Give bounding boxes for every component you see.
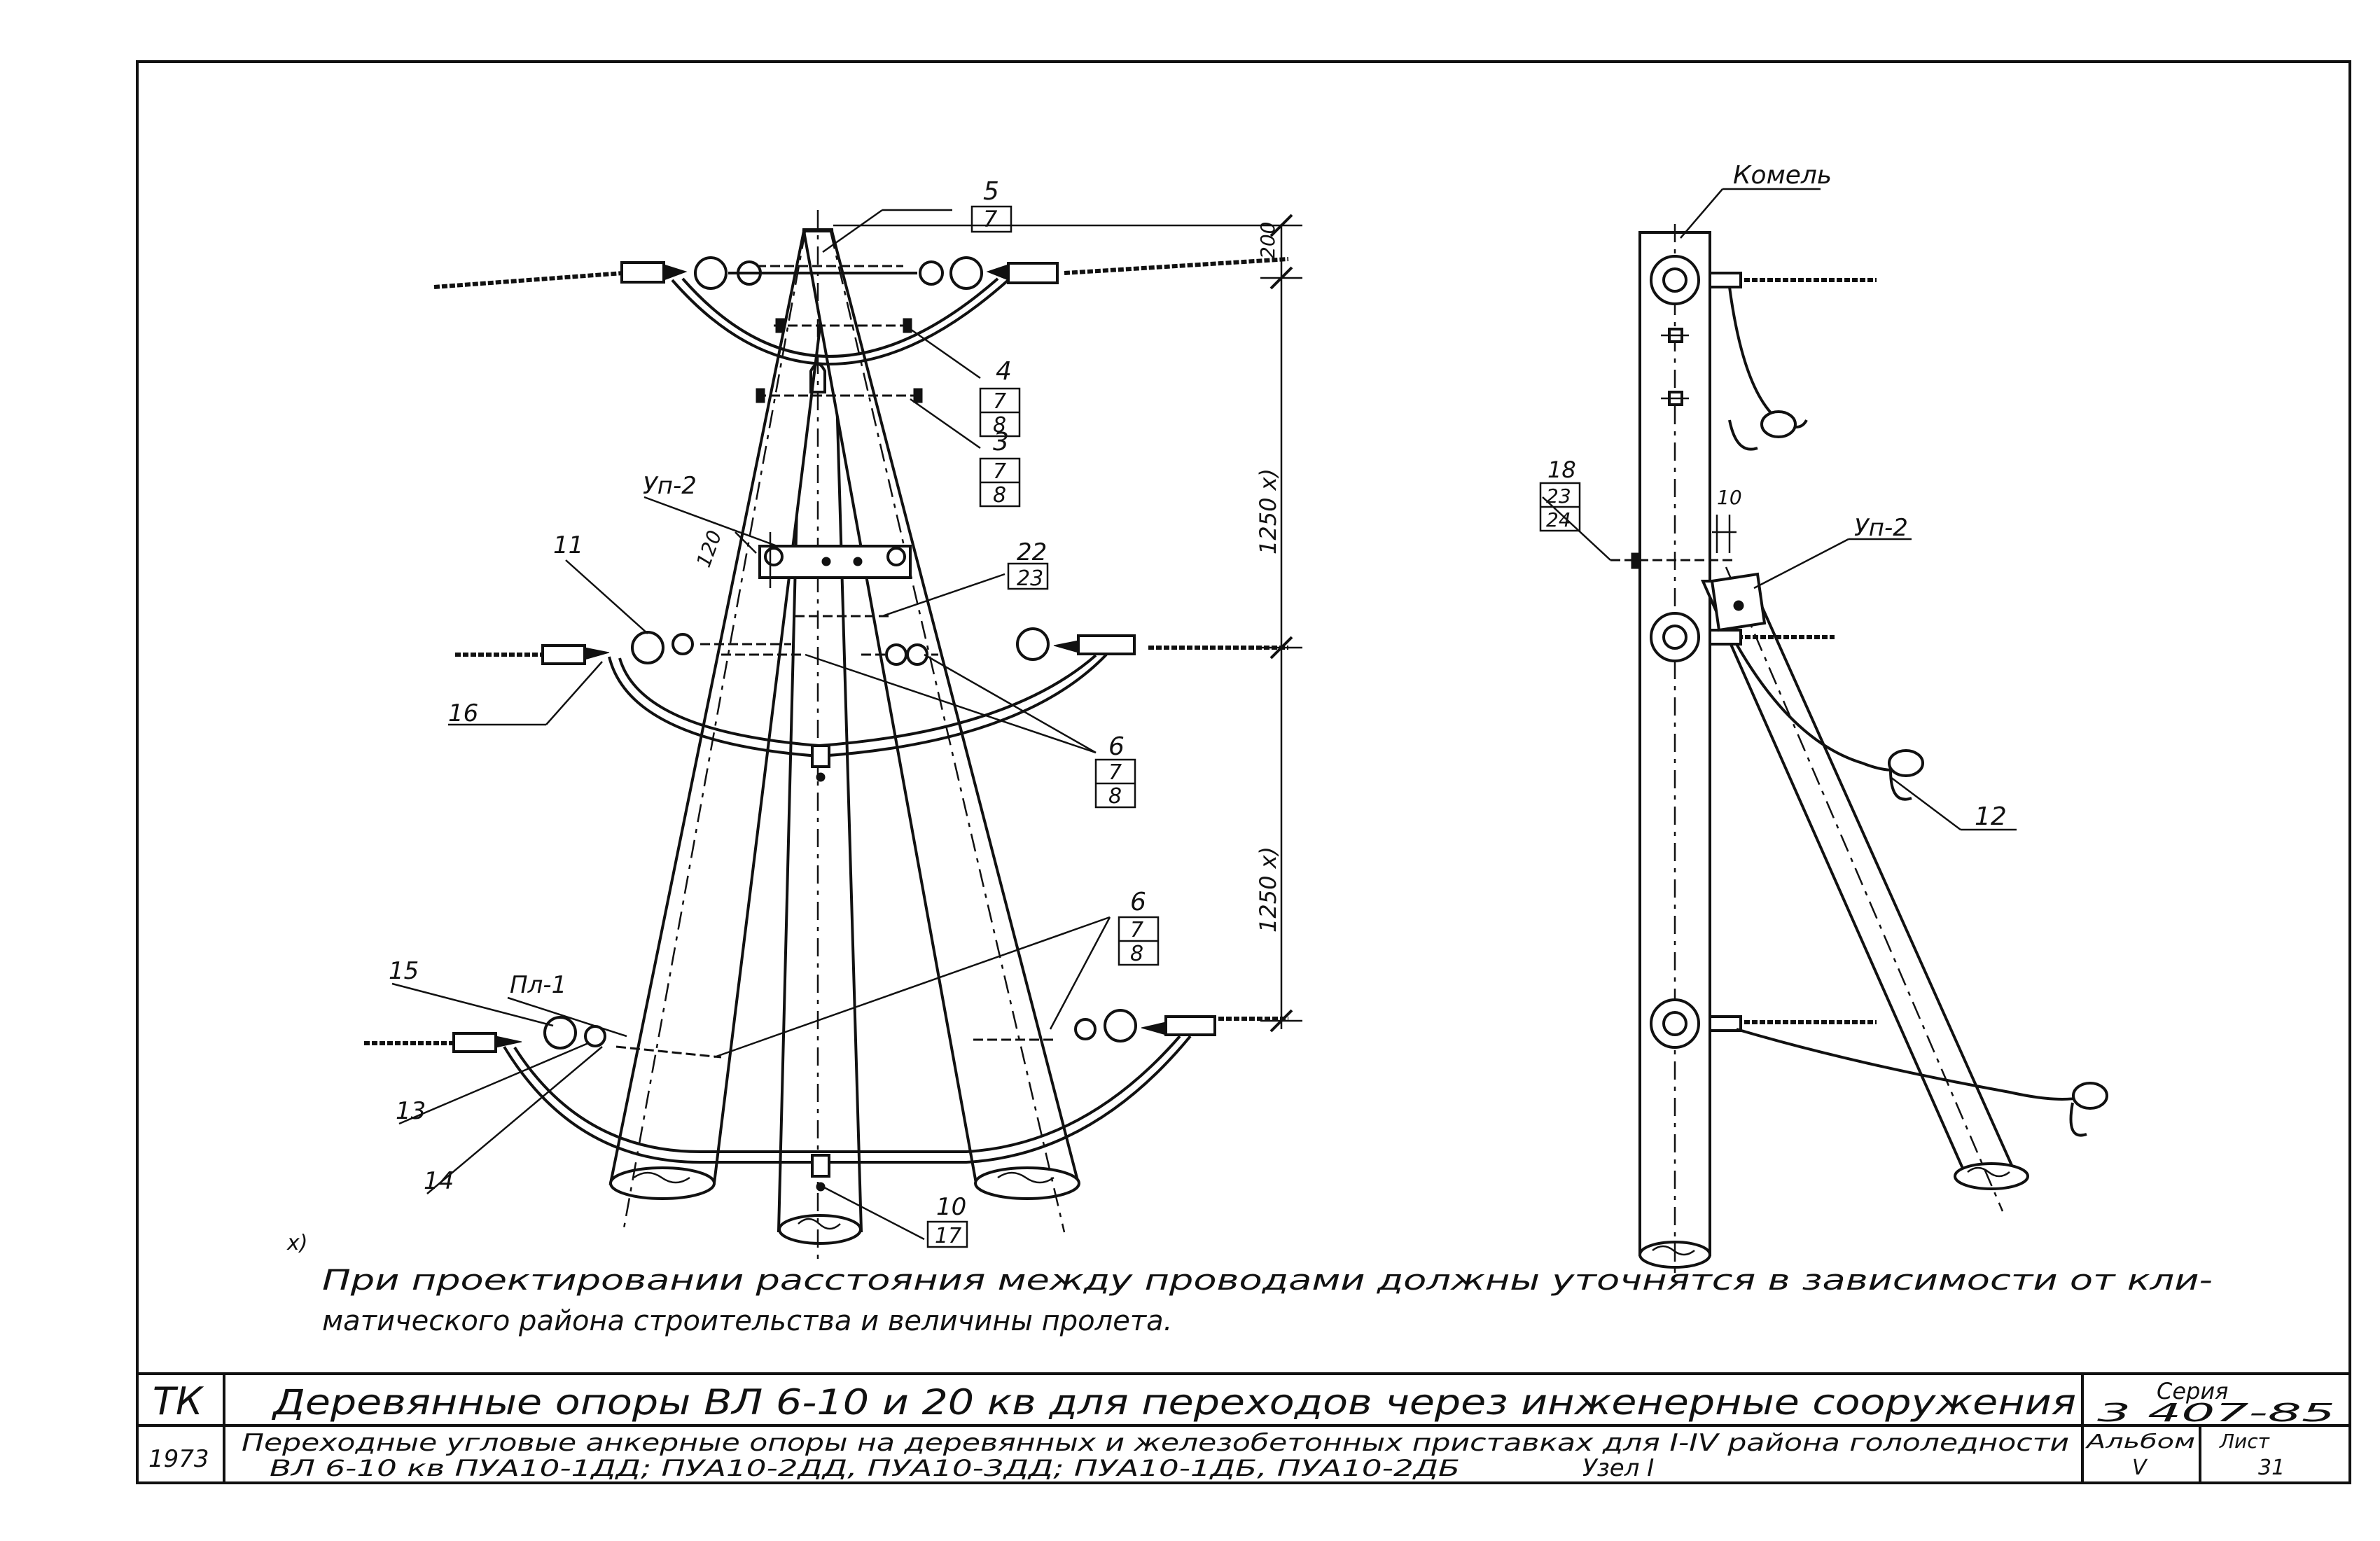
label-pos6a-sub2: 8 (1108, 784, 1122, 809)
label-komel: Комель (1733, 161, 1832, 190)
label-pos6b: 6 (1130, 888, 1146, 916)
front-view (364, 210, 1302, 1260)
sheet-frame (136, 60, 2351, 1484)
label-pos3-sub1: 7 (993, 459, 1006, 484)
label-up2-left: Уп-2 (643, 472, 697, 500)
label-pos10-sub: 17 (935, 1224, 961, 1248)
tb-sheet-value: 31 (2258, 1456, 2285, 1480)
label-pos4-sub2: 8 (993, 413, 1006, 438)
label-dim10: 10 (1717, 486, 1742, 509)
label-pos4-sub1: 7 (993, 389, 1006, 414)
tb-subtitle1: Переходные угловые анкерные опоры на дер… (242, 1429, 2069, 1457)
label-pos4: 4 (996, 357, 1012, 386)
label-pos10: 10 (936, 1193, 966, 1221)
label-pos18-sub2: 24 (1546, 508, 1571, 531)
note-line2: матического района строительства и велич… (322, 1305, 1172, 1337)
note-line1: При проектировании расстояния между пров… (322, 1264, 2213, 1297)
label-pos15: 15 (389, 957, 419, 985)
label-pos3: 3 (993, 428, 1009, 456)
label-pos5: 5 (983, 177, 999, 206)
label-up2-right: Уп-2 (1854, 514, 1908, 542)
label-pos12: 12 (1975, 802, 2007, 831)
label-dim1250-upper: 1250 x) (1255, 468, 1281, 555)
tb-album-value: V (2132, 1456, 2148, 1480)
title-block: ТК 1973 Деревянные опоры ВЛ 6-10 и 20 кв… (148, 1378, 2335, 1482)
label-pos22: 22 (1017, 538, 1047, 566)
tb-subtitle2: ВЛ 6-10 кв ПУА10-1ДД; ПУА10-2ДД, ПУА10-3… (270, 1455, 1460, 1481)
tb-series-value: 3 407-85 (2097, 1399, 2335, 1428)
labels: 5 7 4 7 8 3 7 8 Уп-2 120 22 23 11 16 6 7… (389, 161, 2007, 1248)
label-pos14: 14 (424, 1167, 454, 1195)
label-pos13: 13 (396, 1097, 426, 1125)
label-pos3-sub2: 8 (993, 483, 1006, 508)
label-pos6b-sub2: 8 (1130, 942, 1143, 966)
label-pos18: 18 (1547, 456, 1576, 483)
tb-series-label: Серия (2157, 1378, 2228, 1404)
tb-node: Узел I (1582, 1454, 1654, 1482)
left-leg-butt (609, 1166, 716, 1200)
label-pl1: Пл-1 (510, 971, 566, 999)
label-dim200: 200 (1256, 222, 1279, 259)
note-mark: x) (286, 1231, 307, 1255)
label-pos6b-sub1: 7 (1130, 918, 1143, 942)
right-leg-butt (974, 1166, 1080, 1200)
tb-album-label: Альбом (2085, 1430, 2195, 1453)
side-view (1610, 224, 2108, 1281)
label-pos11: 11 (553, 531, 583, 559)
design-note: x) При проектировании расстояния между п… (286, 1231, 2213, 1337)
label-pos18-sub1: 23 (1546, 484, 1571, 508)
tb-title: Деревянные опоры ВЛ 6-10 и 20 кв для пер… (272, 1382, 2076, 1423)
label-pos5-sub: 7 (983, 206, 998, 232)
label-dim120: 120 (692, 527, 726, 571)
label-pos6a: 6 (1108, 732, 1125, 761)
label-pos22-sub: 23 (1017, 566, 1043, 591)
leaders-right (1539, 188, 2017, 831)
center-pole-butt (778, 1214, 862, 1245)
tb-org: ТК (153, 1379, 204, 1423)
leaders-left (391, 205, 1160, 1248)
tb-year: 1973 (148, 1445, 209, 1473)
tb-sheet-label: Лист (2219, 1430, 2270, 1453)
label-pos16: 16 (448, 699, 478, 727)
label-pos6a-sub1: 7 (1108, 760, 1122, 785)
label-dim1250-lower: 1250 x) (1255, 846, 1281, 933)
up2-plate (758, 545, 912, 579)
